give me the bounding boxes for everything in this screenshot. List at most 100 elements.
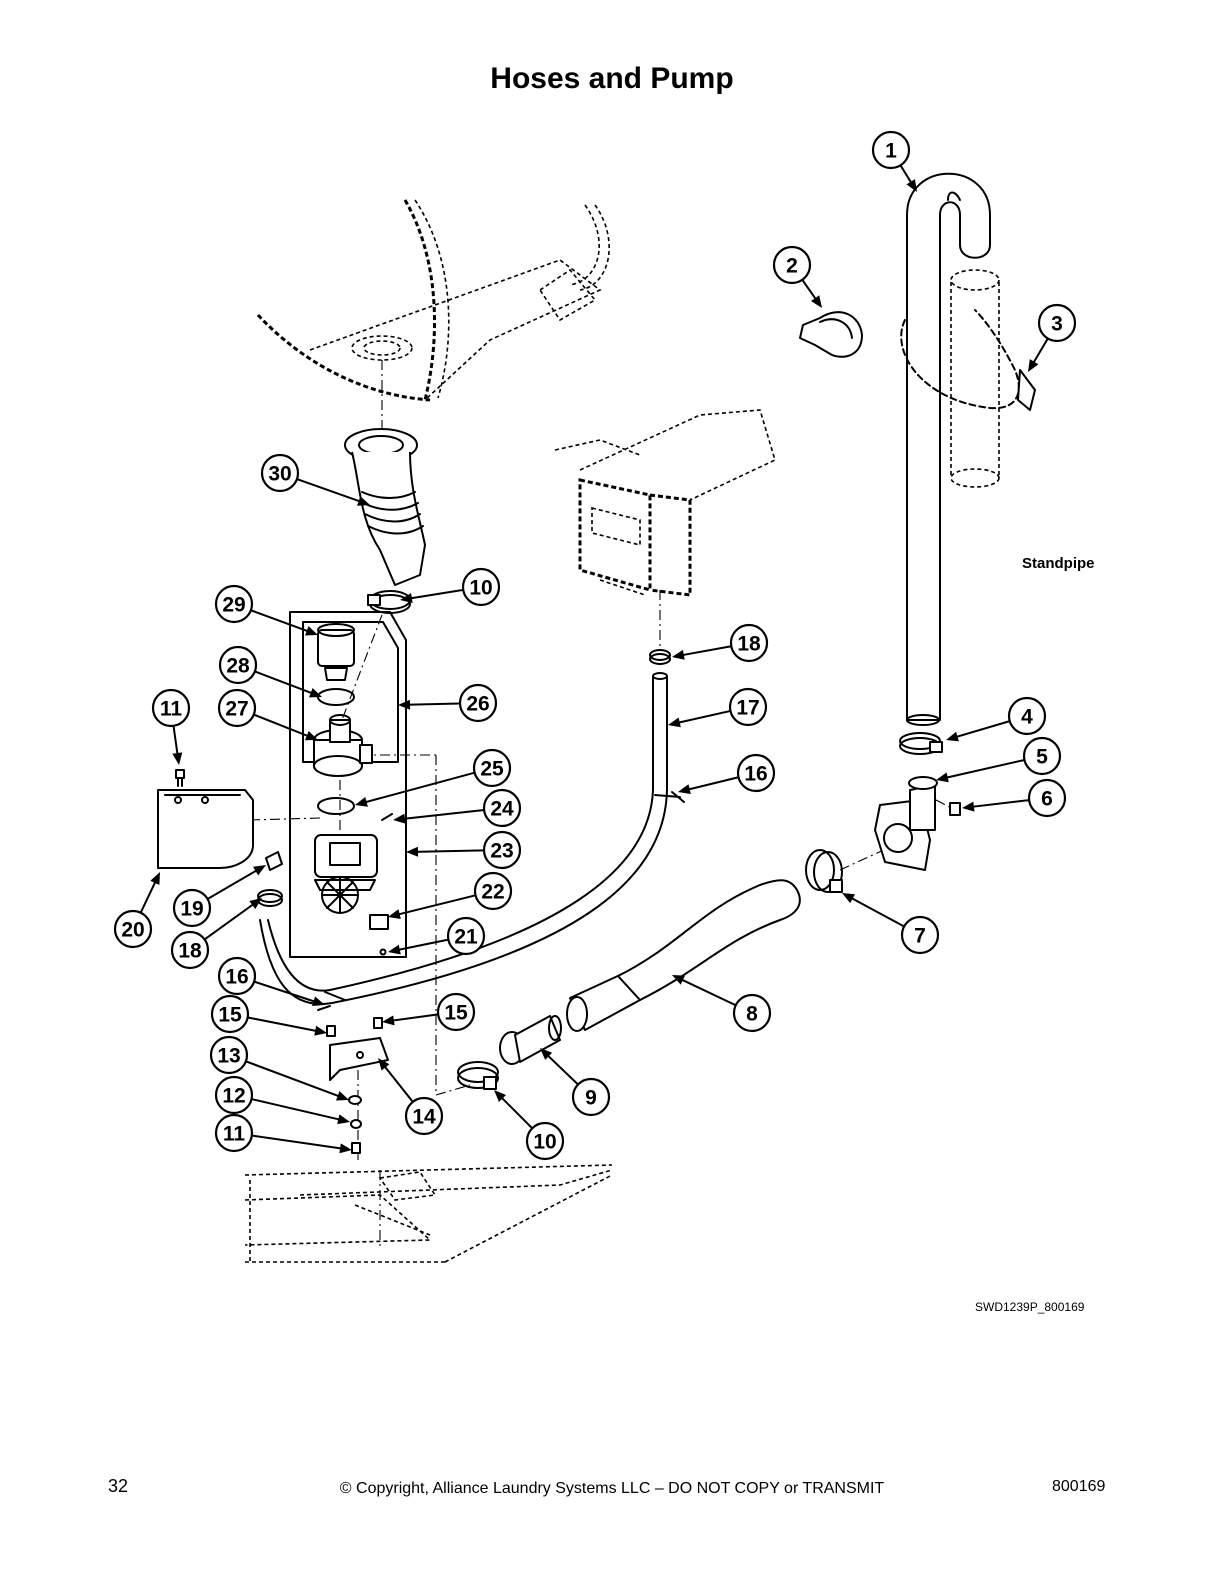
callout-number: 8	[746, 1003, 758, 1026]
leader-arrowhead-28	[309, 688, 322, 698]
leader-arrowhead-15	[314, 1025, 327, 1036]
leader-line-18	[204, 901, 257, 941]
callout-circle	[1027, 778, 1067, 818]
callout-number: 24	[490, 798, 514, 821]
callout-circle	[772, 245, 812, 285]
leader-line-6	[969, 799, 1030, 809]
callout-18: 18	[729, 623, 769, 663]
leader-arrowhead-16	[312, 996, 325, 1006]
callout-circle	[209, 1035, 249, 1075]
leader-line-27	[253, 713, 311, 738]
callout-number: 10	[469, 577, 492, 600]
callout-number: 29	[222, 594, 245, 617]
leader-line-2	[801, 279, 819, 303]
illustration-code: SWD1239P_800169	[975, 1300, 1085, 1314]
callout-circle	[1007, 696, 1047, 736]
leader-arrowhead-16	[678, 784, 691, 795]
leader-arrowhead-26	[398, 699, 411, 710]
leader-line-15	[389, 1013, 439, 1022]
leader-arrowhead-30	[357, 496, 370, 506]
leader-arrowhead-25	[355, 797, 368, 807]
callout-number: 26	[466, 693, 489, 716]
callout-29: 29	[214, 584, 254, 624]
callout-circle	[172, 888, 212, 928]
leader-line-15	[247, 1016, 320, 1033]
leader-line-16	[253, 980, 318, 1004]
callout-number: 9	[585, 1087, 597, 1110]
part-3-bead-chain	[900, 309, 1036, 411]
callout-number: 21	[454, 926, 478, 949]
callout-18: 18	[170, 930, 210, 970]
part-1-standpipe-hose	[906, 172, 991, 726]
leader-line-7	[848, 895, 905, 928]
callout-26: 26	[458, 683, 498, 723]
assembly-center-lines	[180, 360, 956, 1250]
callout-circle	[458, 683, 498, 723]
callout-1: 1	[871, 130, 911, 170]
parts-11-15-mount-hardware	[326, 1017, 389, 1154]
leader-line-3	[1031, 337, 1049, 366]
leader-line-17	[675, 709, 731, 725]
leader-line-22	[395, 894, 476, 917]
leader-line-18	[679, 645, 732, 657]
floor-base-outline	[244, 1164, 613, 1263]
callout-2: 2	[772, 245, 812, 285]
callout-number: 11	[160, 698, 183, 721]
callout-17: 17	[728, 687, 768, 727]
callout-circle	[436, 992, 476, 1032]
callout-10: 10	[525, 1121, 565, 1161]
callout-number: 30	[268, 463, 291, 486]
leader-line-14	[382, 1063, 414, 1103]
part-26-pump-assembly	[289, 611, 407, 958]
callout-circle	[214, 1075, 254, 1115]
callout-circle	[571, 1077, 611, 1117]
leader-arrowhead-3	[1028, 359, 1039, 372]
leader-arrowhead-7	[842, 893, 855, 904]
part-11-screw-left	[175, 769, 185, 787]
leader-line-26	[405, 702, 461, 706]
callout-circle	[1022, 736, 1062, 776]
callout-number: 18	[178, 940, 202, 963]
callout-circle	[871, 130, 911, 170]
copyright-notice: © Copyright, Alliance Laundry Systems LL…	[339, 1480, 885, 1497]
callout-12: 12	[214, 1075, 254, 1115]
leader-arrowhead-21	[388, 944, 401, 955]
callout-6: 6	[1027, 778, 1067, 818]
callout-9: 9	[571, 1077, 611, 1117]
leader-line-28	[254, 670, 315, 696]
callout-number: 7	[914, 925, 926, 948]
callout-number: 16	[744, 763, 767, 786]
leader-line-8	[678, 977, 737, 1007]
part-2-clip	[799, 311, 863, 358]
callout-24: 24	[482, 788, 522, 828]
part-18-clamp-left	[257, 889, 283, 907]
leader-line-25	[362, 771, 475, 804]
callout-11: 11	[151, 688, 191, 728]
callout-number: 1	[885, 140, 897, 163]
callout-circle	[525, 1121, 565, 1161]
callout-circle	[1037, 303, 1077, 343]
callout-circle	[482, 830, 522, 870]
leader-arrowhead-10	[400, 593, 413, 604]
standpipe-outline	[950, 269, 1000, 488]
callout-21: 21	[446, 916, 486, 956]
callout-circle	[218, 645, 258, 685]
callout-7: 7	[900, 915, 940, 955]
callout-16: 16	[217, 956, 257, 996]
callout-circle	[113, 909, 153, 949]
callout-circle	[170, 930, 210, 970]
callout-number: 10	[533, 1131, 556, 1154]
callout-number: 12	[222, 1085, 245, 1108]
callout-11: 11	[214, 1113, 254, 1153]
leader-line-10	[407, 588, 464, 600]
leader-arrowhead-17	[668, 717, 681, 728]
leader-arrowhead-5	[936, 772, 949, 783]
leader-line-30	[296, 478, 363, 504]
leader-line-21	[395, 938, 449, 952]
callout-3: 3	[1037, 303, 1077, 343]
callout-circle	[736, 753, 776, 793]
callout-number: 13	[217, 1045, 240, 1068]
leader-arrowhead-15	[382, 1015, 395, 1026]
callout-circle	[214, 584, 254, 624]
